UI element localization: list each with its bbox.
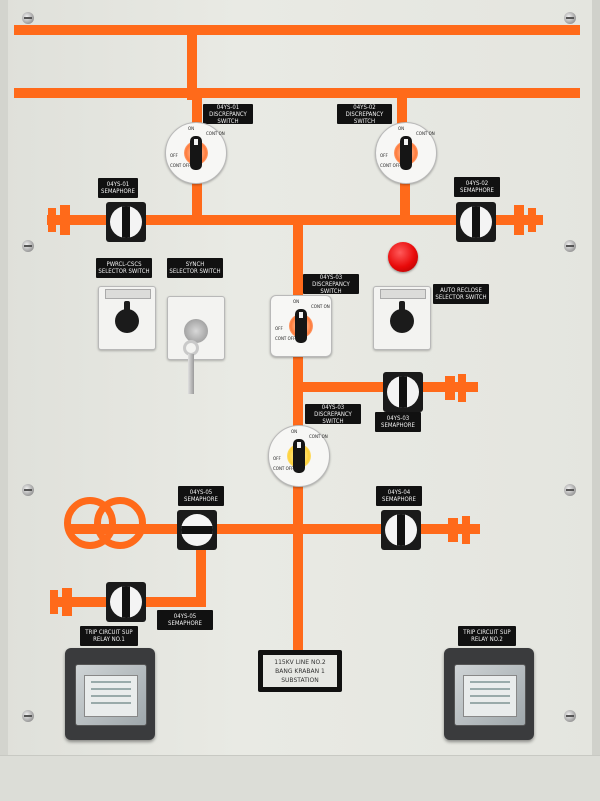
screw-icon <box>22 12 34 24</box>
discrepancy-switch-ds02[interactable]: ON OFF CONT ON CONT OFF <box>375 122 437 184</box>
connector-stub <box>62 588 72 616</box>
connector-stub <box>60 205 70 235</box>
bus-riser <box>187 30 197 100</box>
panel-right-edge <box>592 0 600 800</box>
connector-stub <box>445 376 455 400</box>
screw-icon <box>22 710 34 722</box>
screw-icon <box>22 240 34 252</box>
screw-icon <box>564 240 576 252</box>
semaphore-sem05b <box>106 582 146 622</box>
bus-riser <box>397 92 407 132</box>
discrepancy-switch-ds03[interactable]: ON OFF CONT ON CONT OFF <box>268 425 330 487</box>
lower-bus <box>70 524 480 534</box>
top-busbar <box>14 25 580 35</box>
connector-stub <box>458 374 466 402</box>
bus-feeder <box>400 160 410 220</box>
screw-icon <box>564 710 576 722</box>
connector-stub <box>528 208 536 232</box>
trip-circuit-relay-2 <box>444 648 534 740</box>
transformer-coil-icon <box>94 497 146 549</box>
pwr-selector-switch[interactable] <box>98 286 156 350</box>
connector-stub <box>50 590 58 614</box>
auto-reclose-selector-switch[interactable] <box>373 286 431 350</box>
red-indicator-lamp <box>388 242 418 272</box>
panel-bottom-strip <box>0 755 600 801</box>
panel-left-edge <box>0 0 8 800</box>
discrepancy-switch-ds03b[interactable]: ON OFF CONT ON CONT OFF <box>270 295 332 357</box>
bus-feeder <box>192 95 202 135</box>
second-busbar <box>14 88 580 98</box>
semaphore-sem04 <box>381 510 421 550</box>
connector-stub <box>462 516 470 544</box>
semaphore-sem01 <box>106 202 146 242</box>
screw-icon <box>564 484 576 496</box>
key-icon[interactable] <box>183 340 199 398</box>
bus-feeder <box>196 530 206 605</box>
semaphore-sem02 <box>456 202 496 242</box>
screw-icon <box>564 12 576 24</box>
semaphore-sem05 <box>177 510 217 550</box>
connector-stub <box>514 205 524 235</box>
discrepancy-switch-ds01[interactable]: ON OFF CONT ON CONT OFF <box>165 122 227 184</box>
connector-stub <box>448 518 458 542</box>
connector-stub <box>48 208 56 232</box>
screw-icon <box>22 484 34 496</box>
trip-circuit-relay-1 <box>65 648 155 740</box>
semaphore-sem03 <box>383 372 423 412</box>
